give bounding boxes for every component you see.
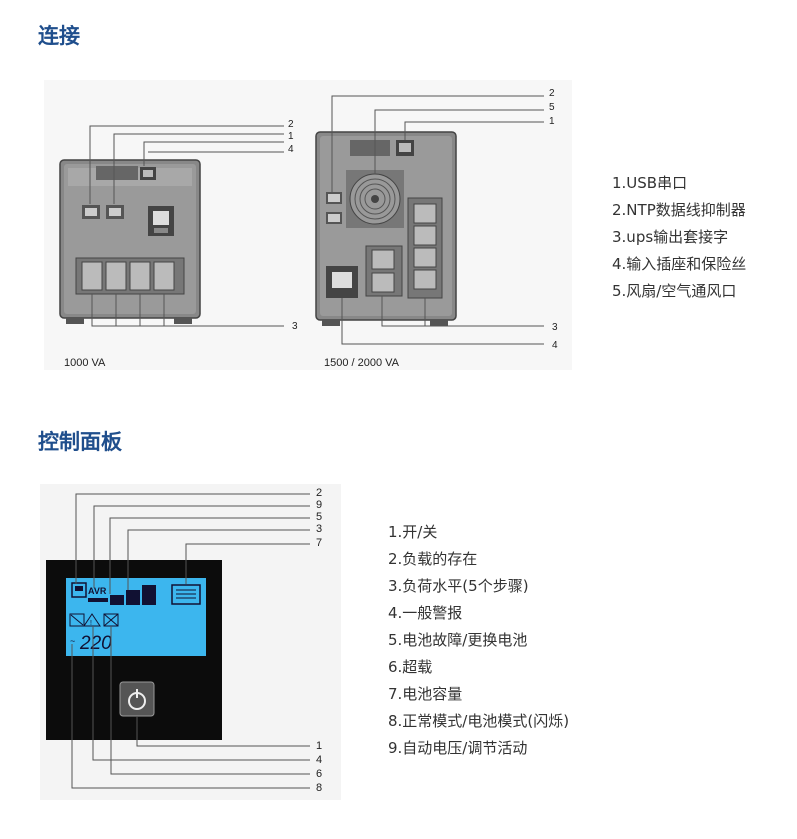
left-callout-3: 3 — [292, 321, 298, 332]
connection-legend: 1.USB串口 2.NTP数据线抑制器 3.ups输出套接字 4.输入插座和保险… — [612, 170, 746, 305]
callout-6: 6 — [316, 768, 322, 780]
ups-rear-panel-diagram: 2 1 4 3 1000 VA — [44, 80, 572, 370]
left-callout-2: 2 — [288, 119, 294, 130]
legend-item: 7.电池容量 — [388, 685, 463, 703]
legend-item: 3.ups输出套接字 — [612, 228, 729, 246]
callout-5: 5 — [316, 511, 322, 523]
control-panel-legend: 1.开/关 2.负载的存在 3.负荷水平(5个步骤) 4.一般警报 5.电池故障… — [388, 519, 569, 762]
legend-item: 6.超载 — [388, 658, 433, 676]
legend-item: 2.负载的存在 — [388, 550, 478, 568]
lcd-reading: 220 — [79, 633, 112, 654]
legend-item: 3.负荷水平(5个步骤) — [388, 577, 529, 595]
right-callout-1: 1 — [549, 116, 555, 127]
ups-1500-2000va-illustration — [315, 131, 457, 326]
battery-icon — [171, 584, 201, 605]
callout-3: 3 — [316, 523, 322, 535]
callout-9: 9 — [316, 499, 322, 511]
right-callout-5: 5 — [549, 102, 555, 113]
legend-item: 5.电池故障/更换电池 — [388, 631, 528, 649]
left-callout-4: 4 — [288, 144, 294, 155]
legend-item: 5.风扇/空气通风口 — [612, 282, 737, 300]
callout-2: 2 — [316, 487, 322, 499]
right-callout-2: 2 — [549, 88, 555, 99]
power-button[interactable] — [119, 681, 155, 717]
control-panel-diagram: AVR ! ~ 220 2 — [40, 484, 341, 800]
legend-item: 4.一般警报 — [388, 604, 463, 622]
model-label-1500-2000va: 1500 / 2000 VA — [324, 357, 400, 369]
svg-text:!: ! — [90, 620, 92, 627]
legend-item: 9.自动电压/调节活动 — [388, 739, 528, 757]
legend-item: 2.NTP数据线抑制器 — [612, 201, 746, 219]
legend-item: 8.正常模式/电池模式(闪烁) — [388, 712, 570, 730]
right-callout-4: 4 — [552, 340, 558, 351]
battery-fault-icon — [69, 613, 85, 627]
callout-8: 8 — [316, 782, 322, 794]
legend-item: 1.开/关 — [388, 523, 438, 541]
legend-item: 1.USB串口 — [612, 174, 688, 192]
avr-label: AVR — [88, 586, 107, 596]
right-callout-3: 3 — [552, 322, 558, 333]
callout-4: 4 — [316, 754, 322, 766]
alarm-icon — [83, 613, 101, 627]
ups-1000va-illustration — [59, 159, 201, 324]
callout-1: 1 — [316, 740, 322, 752]
callout-7: 7 — [316, 537, 322, 549]
model-label-1000va: 1000 VA — [64, 357, 106, 369]
section-title-connection: 连接 — [38, 24, 80, 48]
legend-item: 4.输入插座和保险丝 — [612, 255, 747, 273]
left-callout-1: 1 — [288, 131, 294, 142]
section-title-control-panel: 控制面板 — [38, 430, 122, 454]
mode-icon: ~ — [70, 636, 75, 646]
